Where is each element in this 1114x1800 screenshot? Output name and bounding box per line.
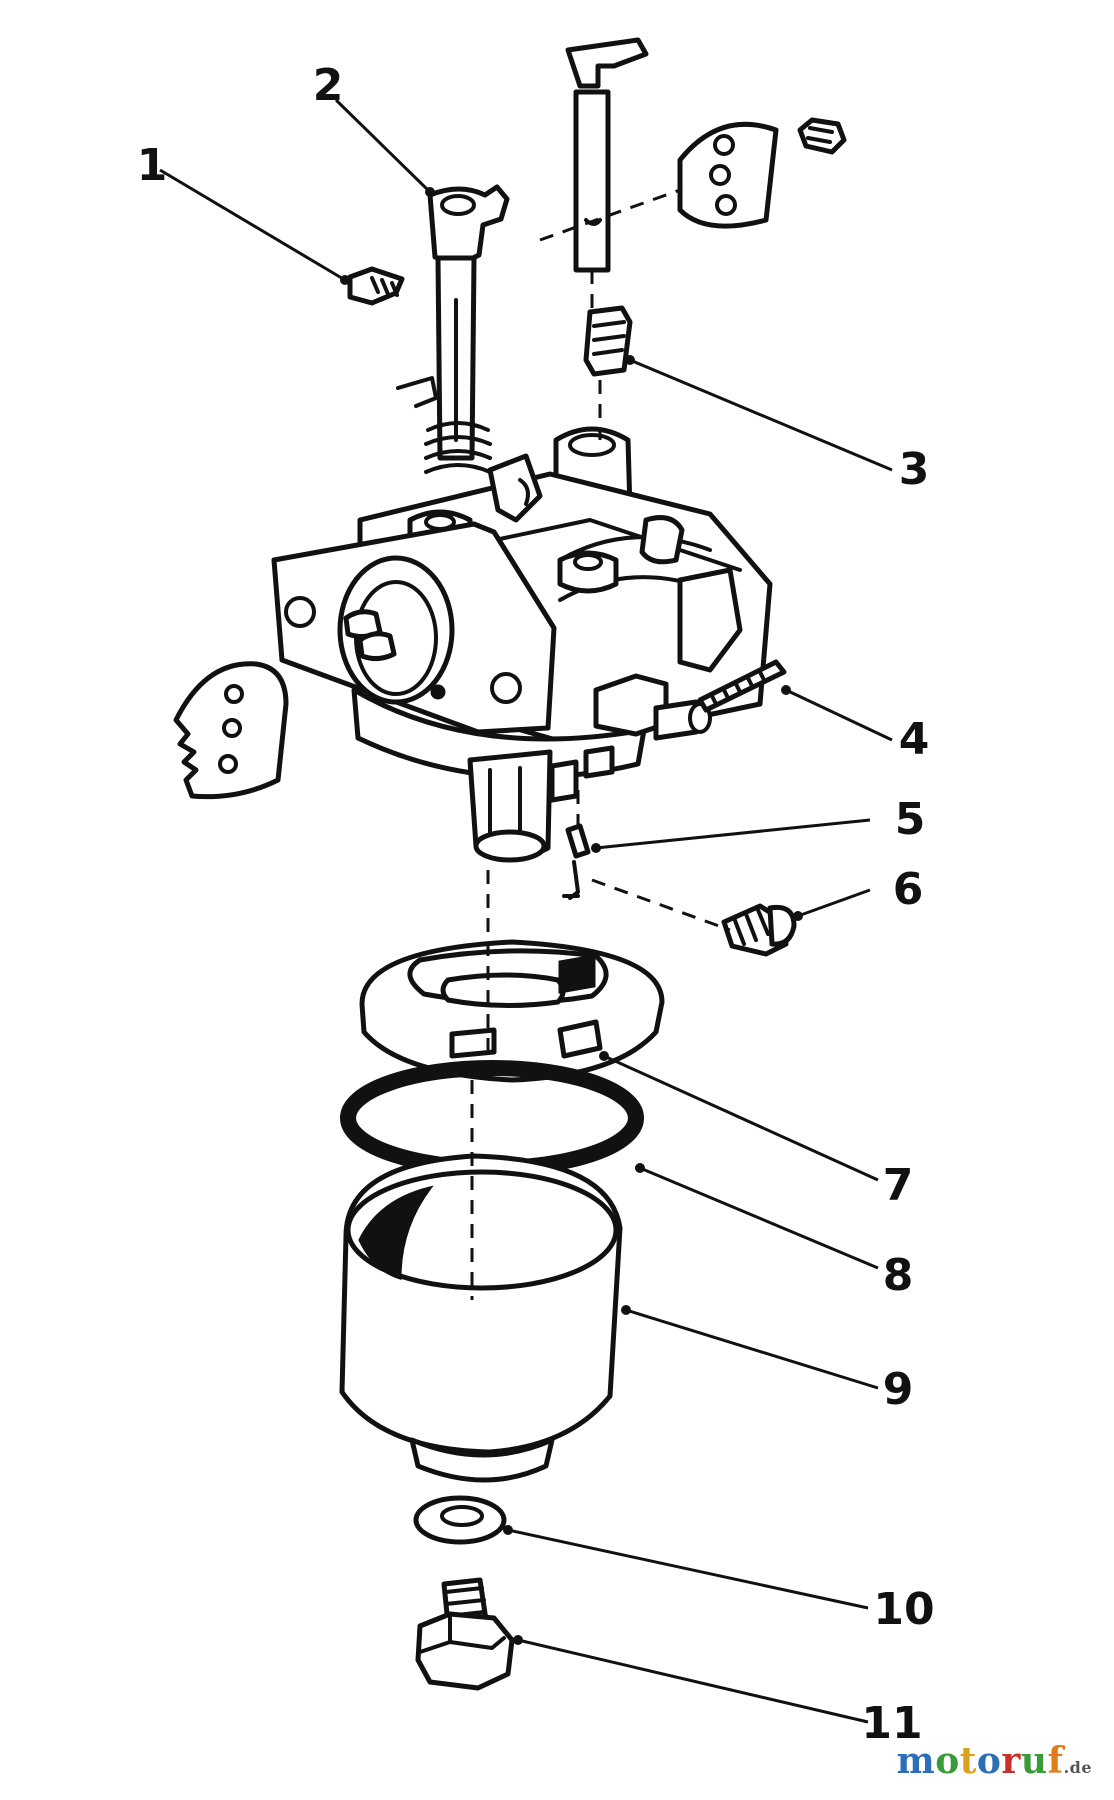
part-1-screw [347,266,405,306]
callout-2: 2 [313,60,344,111]
motoruf-watermark: motoruf.de [897,1740,1092,1782]
callout-1: 1 [137,140,168,191]
watermark-letter: m [896,1740,936,1782]
part-7-float [359,939,665,1083]
callout-7: 7 [883,1160,914,1211]
part-3-choke-shaft [565,37,847,377]
callout-9: 9 [883,1364,914,1415]
callout-10: 10 [873,1584,934,1635]
part-4-pin [697,659,787,713]
leader-lines [159,98,893,1724]
assembly-center-lines [470,188,731,1300]
watermark-letter: r [1001,1740,1021,1782]
callout-5: 5 [895,794,926,845]
part-8-gasket [340,1060,644,1176]
callout-8: 8 [883,1250,914,1301]
callout-11: 11 [861,1698,922,1749]
part-9-bowl [339,1153,623,1483]
part-6-screw [721,903,797,957]
part-2-throttle-shaft [396,184,510,474]
flange-gasket [173,661,289,800]
carburetor-body [271,426,773,780]
watermark-letter: o [935,1740,960,1782]
part-5-needle [562,823,591,900]
callout-labels: 1 2 3 4 5 6 7 8 9 10 11 [137,60,935,1749]
callout-6: 6 [893,864,924,915]
part-11-nut [415,1577,515,1691]
watermark-suffix: .de [1063,1758,1092,1777]
watermark-letter: t [959,1740,977,1782]
watermark-letter: f [1047,1740,1064,1782]
callout-4: 4 [899,714,930,765]
callout-3: 3 [899,444,930,495]
float-hinge-assembly [467,745,615,863]
part-10-washer [413,1495,507,1545]
watermark-letter: u [1020,1740,1048,1782]
watermark-letter: o [976,1740,1002,1782]
